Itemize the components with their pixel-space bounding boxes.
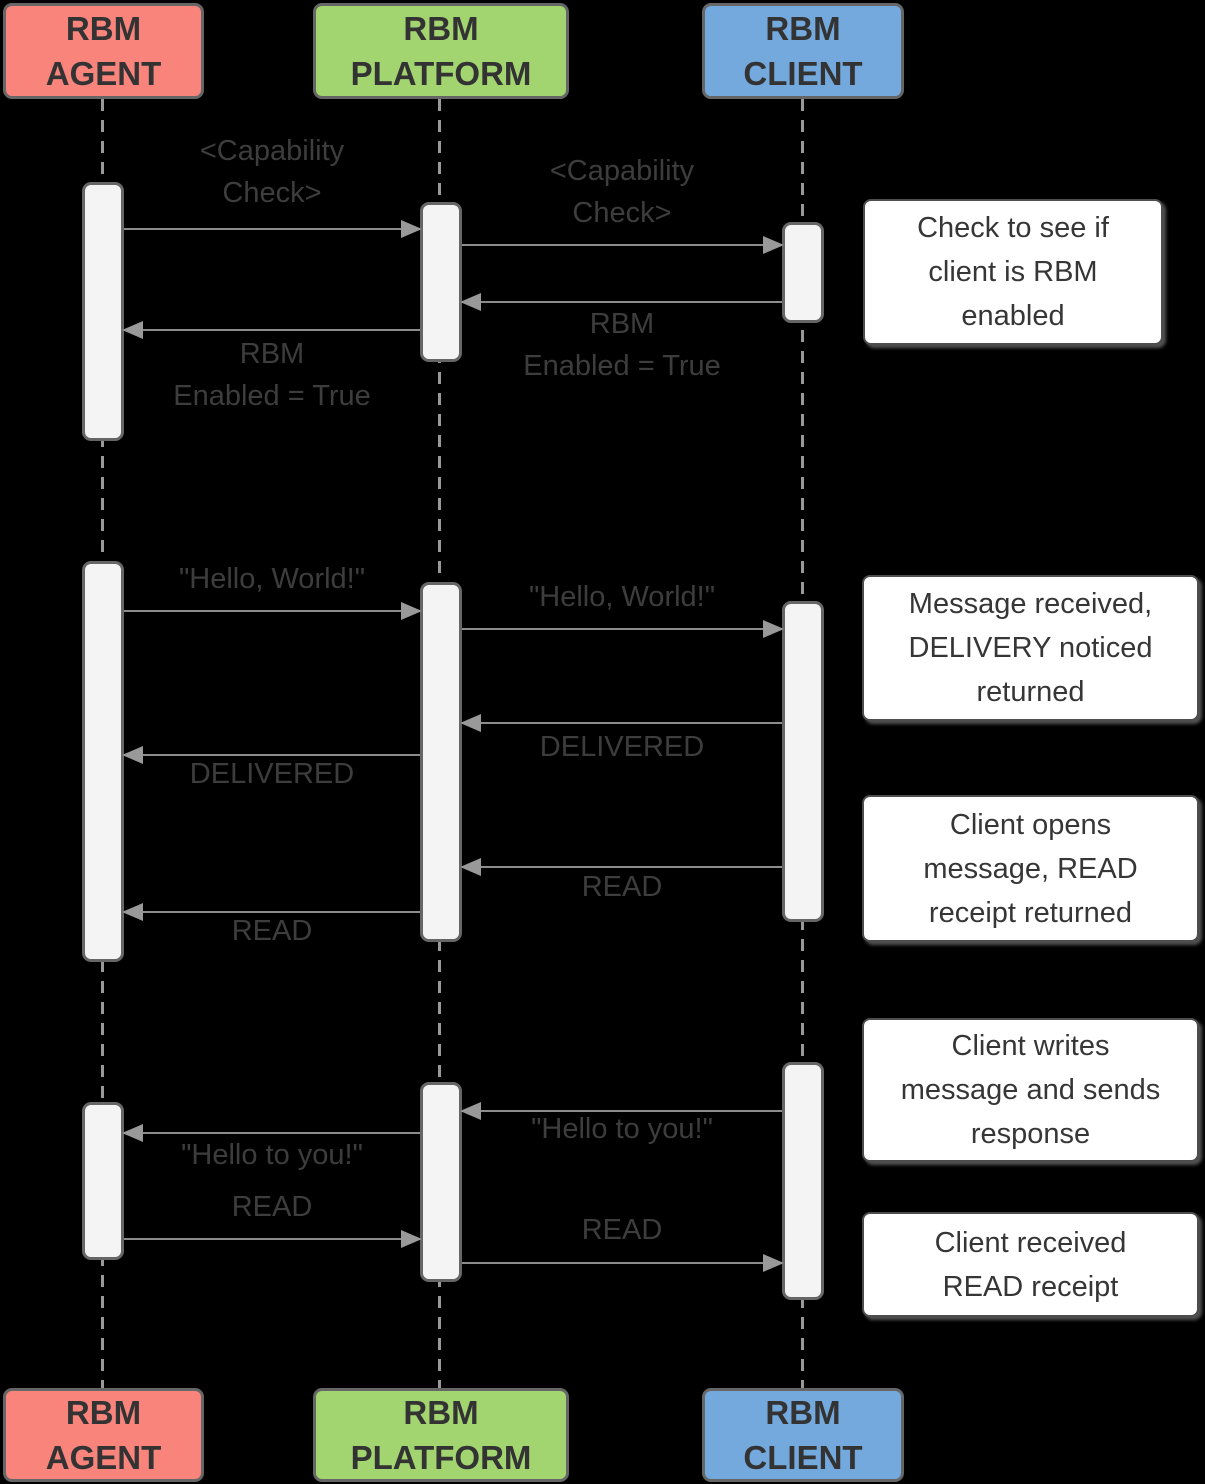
activation-bar-platform-1 [420, 202, 462, 362]
message-arrow-capability-check-agent-platform [124, 220, 422, 238]
message-label-capability-check-left: <Capability Check> [199, 135, 345, 209]
arrowhead-icon [460, 858, 481, 876]
arrowhead-icon [763, 1254, 784, 1272]
arrowhead-icon [460, 714, 481, 732]
message-label-hello-to-you-right: "Hello to you!" [531, 1113, 713, 1145]
activation-bar-agent-1 [82, 182, 124, 441]
activation-bar-client-1 [782, 222, 824, 323]
message-label-rbm-enabled-left: RBM Enabled = True [173, 338, 371, 412]
message-arrow-capability-check-platform-client [462, 236, 784, 254]
message-label-delivered-left: DELIVERED [189, 758, 355, 790]
arrowhead-icon [763, 620, 784, 638]
note-box-capability-check: Check to see if client is RBM enabled [863, 199, 1163, 345]
message-arrow-read-client-platform [460, 858, 782, 876]
message-arrow-read-platform-client [462, 1254, 784, 1272]
message-arrow-hello-to-you-platform-agent [122, 1124, 420, 1142]
message-arrow-delivered-platform-agent [122, 746, 420, 764]
actor-box-rbm-platform-bottom: RBM PLATFORM [313, 1388, 569, 1482]
message-arrow-hello-to-you-client-platform [460, 1102, 782, 1120]
arrowhead-icon [460, 293, 481, 311]
message-label-hello-to-you-left: "Hello to you!" [181, 1139, 363, 1171]
arrowhead-icon [401, 1230, 422, 1248]
message-arrow-read-agent-platform [124, 1230, 422, 1248]
message-label-hello-world-right: "Hello, World!" [528, 581, 716, 613]
arrowhead-icon [763, 236, 784, 254]
activation-bar-client-2 [782, 601, 824, 922]
message-label-read-out-right: READ [581, 1214, 663, 1246]
message-arrow-rbm-enabled-client-platform [460, 293, 782, 311]
arrowhead-icon [122, 1124, 143, 1142]
note-box-client-writes: Client writes message and sends response [862, 1018, 1199, 1162]
actor-box-rbm-client-top: RBM CLIENT [702, 3, 904, 99]
arrowhead-icon [122, 903, 143, 921]
message-arrow-hello-world-agent-platform [124, 602, 422, 620]
arrowhead-icon [401, 220, 422, 238]
message-arrow-rbm-enabled-platform-agent [122, 321, 420, 339]
message-label-delivered-right: DELIVERED [539, 731, 705, 763]
message-label-rbm-enabled-right: RBM Enabled = True [523, 308, 721, 382]
actor-box-rbm-agent-bottom: RBM AGENT [3, 1388, 204, 1482]
note-box-client-opens: Client opens message, READ receipt retur… [862, 795, 1199, 942]
activation-bar-platform-2 [420, 582, 462, 942]
message-label-read-right: READ [581, 871, 663, 903]
activation-bar-agent-3 [82, 1102, 124, 1260]
actor-box-rbm-platform-top: RBM PLATFORM [313, 3, 569, 99]
message-arrow-hello-world-platform-client [462, 620, 784, 638]
actor-box-rbm-agent-top: RBM AGENT [3, 3, 204, 99]
arrowhead-icon [122, 321, 143, 339]
message-label-hello-world-left: "Hello, World!" [178, 563, 366, 595]
message-label-capability-check-right: <Capability Check> [549, 155, 695, 229]
message-label-read-out-left: READ [231, 1191, 313, 1223]
arrowhead-icon [122, 746, 143, 764]
note-box-message-received: Message received, DELIVERY noticed retur… [862, 575, 1199, 721]
arrowhead-icon [460, 1102, 481, 1120]
message-arrow-read-platform-agent [122, 903, 420, 921]
arrowhead-icon [401, 602, 422, 620]
message-label-read-left: READ [231, 915, 313, 947]
activation-bar-platform-3 [420, 1082, 462, 1282]
message-arrow-delivered-client-platform [460, 714, 782, 732]
actor-box-rbm-client-bottom: RBM CLIENT [702, 1388, 904, 1482]
note-box-read-receipt: Client received READ receipt [862, 1212, 1199, 1317]
activation-bar-client-3 [782, 1062, 824, 1300]
